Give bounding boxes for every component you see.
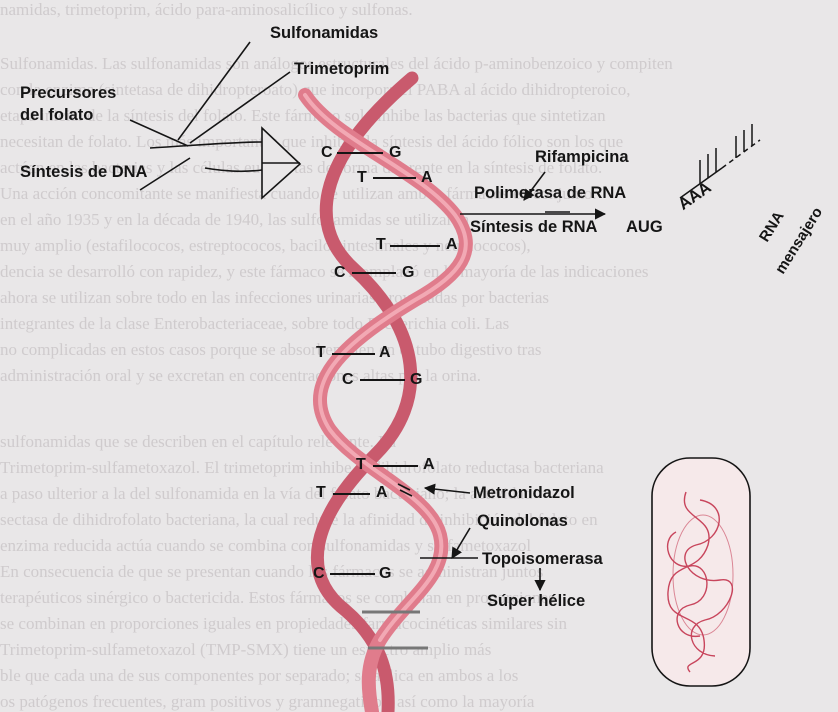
base-pair-8-left: T	[316, 484, 326, 502]
label-sintesis-dna: Síntesis de DNA	[20, 163, 147, 182]
base-pair-8-right: A	[376, 484, 388, 502]
base-pair-5-right: A	[379, 344, 391, 362]
label-super-helice: Súper hélice	[487, 592, 585, 611]
base-pair-6-left: C	[342, 371, 354, 389]
base-pair-7-left: T	[356, 456, 366, 474]
label-rifampicina: Rifampicina	[535, 148, 629, 167]
base-pair-3-right: A	[446, 236, 458, 254]
base-pair-6-right: G	[410, 371, 422, 389]
label-polimerasa-rna: Polimerasa de RNA	[474, 184, 626, 203]
label-precursores: Precursores	[20, 84, 116, 103]
label-quinolonas: Quinolonas	[477, 512, 568, 531]
base-pair-2-right: A	[421, 169, 433, 187]
base-pair-4-left: C	[334, 264, 346, 282]
bacterium	[652, 458, 750, 686]
label-sulfonamidas: Sulfonamidas	[270, 24, 378, 43]
base-pair-1-left: C	[321, 144, 333, 162]
base-pair-3-left: T	[376, 236, 386, 254]
label-sintesis-rna: Síntesis de RNA	[470, 218, 597, 237]
label-del-folato: del folato	[20, 106, 93, 125]
base-pair-2-left: T	[357, 169, 367, 187]
label-aug: AUG	[626, 218, 663, 237]
base-pair-7-right: A	[423, 456, 435, 474]
metronidazol-arrow	[398, 484, 470, 496]
label-trimetoprim: Trimetoprim	[294, 60, 389, 79]
base-pair-9-right: G	[379, 565, 391, 583]
label-metronidazol: Metronidazol	[473, 484, 575, 503]
base-pair-4-right: G	[402, 264, 414, 282]
label-topoisomerasa: Topoisomerasa	[482, 550, 603, 569]
base-pair-9-left: C	[313, 565, 325, 583]
base-pair-5-left: T	[316, 344, 326, 362]
base-pair-1-right: G	[389, 144, 401, 162]
